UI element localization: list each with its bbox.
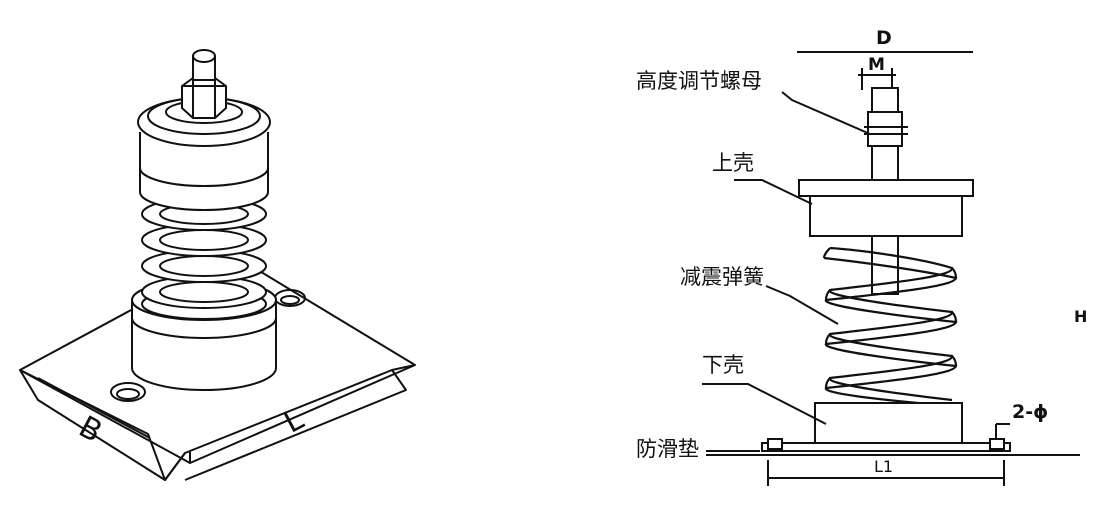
dim-b-label: B: [73, 409, 108, 450]
upper-shell: [798, 179, 974, 237]
spring-iso: [141, 197, 267, 309]
dim-l1-label: L1: [874, 457, 893, 476]
label-damping-spring: 减震弹簧: [680, 265, 764, 289]
dim-holes-label: 2-ϕ: [1012, 401, 1048, 423]
leader-spring: [765, 285, 839, 325]
leader-lower-shell: [702, 383, 827, 425]
section-view: [702, 51, 1080, 486]
isometric-view: [19, 49, 416, 481]
dim-m-label: M: [868, 55, 885, 75]
adjusting-nut-iso: [181, 49, 227, 119]
lower-shell: [814, 402, 963, 444]
leader-upper-shell: [734, 179, 813, 205]
dim-h-label: H: [1074, 307, 1087, 326]
dim-d-label: D: [876, 27, 892, 49]
mounting-hole-front: [110, 382, 146, 402]
damping-spring: [822, 246, 958, 408]
label-lower-shell: 下壳: [702, 353, 744, 377]
label-height-nut: 高度调节螺母: [636, 69, 762, 93]
leader-height-nut: [781, 91, 871, 135]
section-base-plate: [761, 438, 1011, 452]
label-anti-slip-pad: 防滑垫: [636, 437, 699, 461]
label-upper-shell: 上壳: [712, 151, 754, 175]
